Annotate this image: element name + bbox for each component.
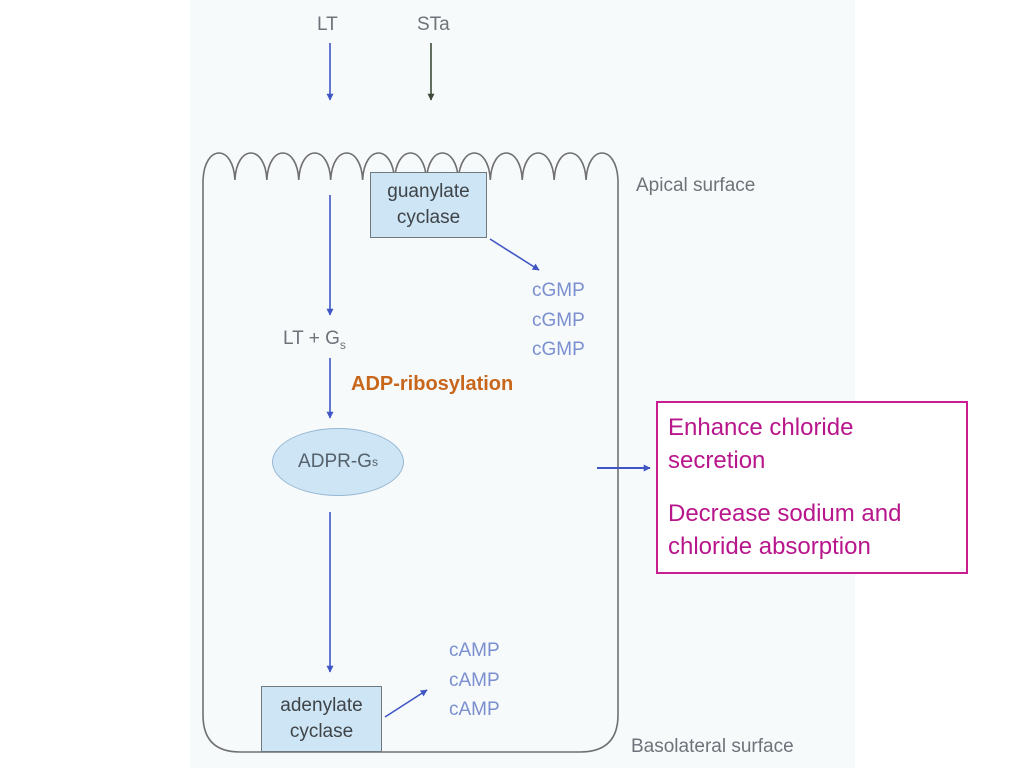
camp-label: cAMP: [449, 669, 500, 691]
apical-surface-label: Apical surface: [636, 175, 756, 196]
effect-chloride-secretion: Enhance chloride secretion: [668, 414, 854, 474]
lt-gs-subscript: s: [339, 338, 346, 352]
adpr-gs-text: ADPR-G: [298, 451, 372, 472]
lt-gs-complex-label: LT + Gs: [283, 328, 346, 352]
lt-gs-text: LT + G: [283, 328, 340, 349]
guanylate-cyclase-box: guanylate cyclase: [370, 172, 487, 238]
cgmp-label: cGMP: [532, 280, 585, 301]
adenylate-cyclase-line-2: cyclase: [289, 721, 354, 742]
basolateral-surface-label: Basolateral surface: [631, 736, 794, 757]
cgmp-list: cGMP cGMP cGMP: [532, 276, 585, 365]
effect-absorption-decrease: Decrease sodium and chloride absorption: [668, 500, 902, 560]
cgmp-label: cGMP: [532, 339, 585, 360]
ac-to-camp-arrow: [384, 689, 428, 718]
diagram-background: [190, 0, 855, 768]
gc-to-cgmp-arrow: [489, 238, 540, 271]
adenylate-cyclase-line-1: adenylate: [280, 695, 363, 716]
camp-label: cAMP: [449, 640, 500, 661]
camp-list: cAMP cAMP cAMP: [449, 636, 500, 725]
effects-box: Enhance chloride secretion Decrease sodi…: [656, 401, 968, 574]
guanylate-cyclase-line-2: cyclase: [396, 207, 461, 228]
cell-membrane: [202, 180, 619, 753]
adp-ribosylation-label: ADP-ribosylation: [351, 373, 514, 395]
guanylate-cyclase-line-1: guanylate: [387, 181, 470, 202]
adenylate-cyclase-box: adenylate cyclase: [261, 686, 382, 752]
lt-input-label: LT: [317, 14, 338, 35]
adpr-gs-subscript: s: [371, 455, 378, 469]
cgmp-label: cGMP: [532, 309, 585, 331]
apical-microvilli: [202, 152, 619, 181]
sta-input-label: STa: [417, 14, 450, 35]
camp-label: cAMP: [449, 699, 500, 720]
